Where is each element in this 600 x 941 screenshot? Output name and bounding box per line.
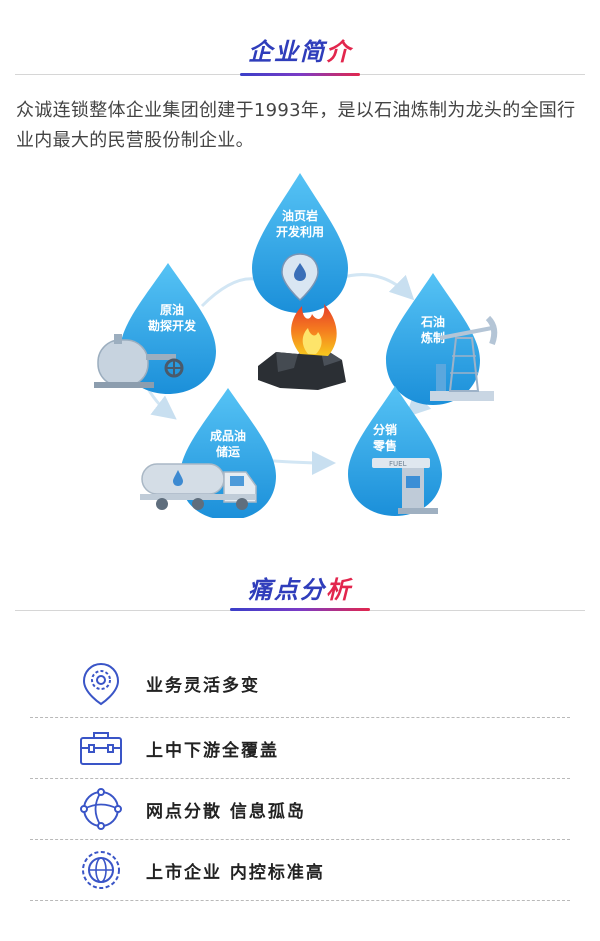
drop-oil-shale-line2: 开发利用 xyxy=(276,224,324,239)
business-cycle-diagram: 油页岩 开发利用 石油 炼制 分销 零售 FUEL xyxy=(94,173,498,518)
briefcase-icon xyxy=(76,726,126,770)
pain-section-title: 痛点分析 xyxy=(0,570,600,605)
pain-item: 网点分散 信息孤岛 xyxy=(30,779,570,840)
intro-section-title: 企业简介 xyxy=(0,32,600,67)
pain-item: 业务灵活多变 xyxy=(30,650,570,718)
intro-title-underline xyxy=(240,73,360,76)
drop-storage-line1: 成品油 xyxy=(210,428,246,443)
pain-item: 上市企业 内控标准高 xyxy=(30,840,570,901)
pain-item-label: 网点分散 信息孤岛 xyxy=(146,801,306,822)
drop-retail-line1: 分销 xyxy=(373,422,397,437)
arrow-top-right xyxy=(339,273,415,301)
tanker-truck-icon xyxy=(140,463,257,510)
pain-item: 上中下游全覆盖 xyxy=(30,718,570,779)
pain-title-accent: 析 xyxy=(326,576,352,604)
drop-refining: 石油 炼制 xyxy=(386,273,498,405)
pain-item-label: 业务灵活多变 xyxy=(146,676,260,696)
globe-gear-icon xyxy=(76,848,126,892)
fuel-station-icon: FUEL xyxy=(372,458,438,514)
drop-retail: 分销 零售 FUEL xyxy=(348,386,442,516)
drop-storage-line2: 储运 xyxy=(216,444,240,459)
drop-crude-exploration: 原油 勘探开发 xyxy=(94,263,216,394)
pain-item-label: 上中下游全覆盖 xyxy=(146,740,279,761)
location-drop-icon xyxy=(281,253,319,302)
intro-title-main: 企业简 xyxy=(248,38,326,66)
drop-storage-transport: 成品油 储运 xyxy=(140,388,276,518)
network-globe-icon xyxy=(76,787,126,831)
drop-crude-line2: 勘探开发 xyxy=(148,318,197,333)
company-intro-text: 众诚连锁整体企业集团创建于1993年，是以石油炼制为龙头的全国行业内最大的民营股… xyxy=(16,100,576,151)
arrow-left-top xyxy=(200,277,261,308)
oil-pump-icon xyxy=(430,315,498,401)
pain-title-main: 痛点分 xyxy=(248,576,326,604)
drilling-equipment-icon xyxy=(94,334,184,388)
gear-location-icon xyxy=(76,662,126,706)
drop-oil-shale-line1: 油页岩 xyxy=(282,208,318,223)
intro-title-accent: 介 xyxy=(326,38,352,66)
drop-oil-shale: 油页岩 开发利用 xyxy=(252,173,348,313)
pain-title-underline xyxy=(230,608,370,611)
fuel-sign-text: FUEL xyxy=(389,460,407,468)
pain-points-list: 业务灵活多变 上中下游全覆盖 网点分散 信息孤岛 xyxy=(30,650,570,901)
coal-fire-icon xyxy=(258,304,346,390)
drop-crude-line1: 原油 xyxy=(160,302,184,317)
drop-refining-line2: 炼制 xyxy=(421,330,445,345)
drop-retail-line2: 零售 xyxy=(372,438,397,453)
pain-item-label: 上市企业 内控标准高 xyxy=(146,862,325,883)
drop-refining-line1: 石油 xyxy=(420,314,445,329)
